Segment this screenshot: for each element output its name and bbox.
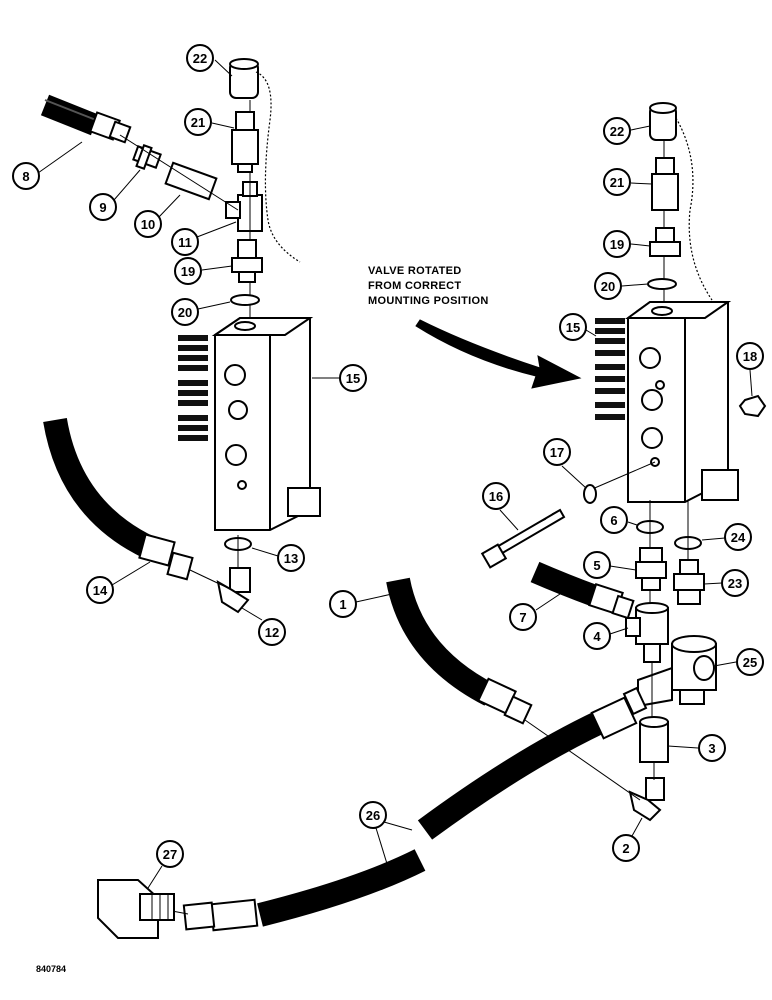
svg-text:9: 9 [99, 200, 106, 215]
svg-text:25: 25 [743, 655, 757, 670]
valve-block-15-left [178, 317, 321, 531]
callout-15-right: 15 [559, 313, 597, 341]
callout-20-right: 20 [594, 272, 649, 300]
callout-23: 23 [703, 569, 749, 597]
coupler-21-left [231, 111, 259, 173]
fitting-5 [635, 547, 667, 591]
callout-13: 13 [251, 544, 305, 572]
bolt-16 [480, 508, 566, 569]
svg-text:2: 2 [622, 841, 629, 856]
svg-text:21: 21 [191, 115, 205, 130]
svg-text:20: 20 [601, 279, 615, 294]
elbow-2 [628, 777, 665, 822]
fitting-9 [132, 144, 162, 170]
svg-text:8: 8 [22, 169, 29, 184]
callout-19-right: 19 [603, 230, 651, 258]
callout-24: 24 [701, 523, 752, 551]
fitting-19-right [649, 227, 681, 257]
svg-text:15: 15 [346, 371, 360, 386]
svg-text:4: 4 [593, 629, 601, 644]
svg-text:27: 27 [163, 847, 177, 862]
svg-text:12: 12 [265, 625, 279, 640]
callout-5: 5 [583, 551, 637, 579]
o-ring-20-left [230, 294, 260, 306]
callout-3: 3 [667, 734, 726, 762]
callout-10: 10 [134, 194, 181, 238]
svg-text:21: 21 [610, 175, 624, 190]
tee-4 [625, 602, 669, 663]
callout-14: 14 [86, 561, 151, 604]
cap-22-left [229, 58, 301, 263]
hose-14 [43, 417, 229, 589]
o-ring-20-right [647, 278, 677, 290]
callout-12: 12 [241, 607, 286, 646]
plug-18 [738, 394, 767, 418]
svg-text:15: 15 [566, 320, 580, 335]
fitting-19-left [231, 239, 263, 283]
callout-7: 7 [509, 593, 561, 631]
callout-21-left: 21 [184, 108, 235, 136]
svg-text:7: 7 [519, 610, 526, 625]
elbow-12 [216, 567, 251, 614]
svg-text:22: 22 [610, 124, 624, 139]
callout-1: 1 [329, 590, 393, 618]
svg-text:22: 22 [193, 51, 207, 66]
callout-9: 9 [89, 169, 141, 221]
drawing-code: 840784 [36, 964, 66, 974]
callout-2: 2 [612, 817, 643, 862]
callout-25: 25 [713, 648, 764, 676]
fitting-23 [673, 559, 705, 605]
callout-18: 18 [736, 342, 764, 397]
callout-22-right: 22 [603, 117, 651, 145]
svg-text:10: 10 [141, 217, 155, 232]
callout-19-left: 19 [174, 257, 233, 285]
hose-7 [530, 561, 635, 620]
coupler-21-right [651, 157, 679, 211]
svg-text:6: 6 [610, 513, 617, 528]
callout-6: 6 [600, 506, 638, 534]
svg-text:19: 19 [610, 237, 624, 252]
callout-20-left: 20 [171, 298, 231, 326]
svg-text:13: 13 [284, 551, 298, 566]
hose-8 [40, 94, 132, 144]
svg-text:19: 19 [181, 264, 195, 279]
callout-17: 17 [543, 438, 587, 489]
svg-text:17: 17 [550, 445, 564, 460]
note-line-1: VALVE ROTATED [368, 265, 462, 277]
tee-25 [637, 635, 717, 708]
callout-16: 16 [482, 482, 519, 531]
note-arrow [415, 319, 582, 389]
callout-21-right: 21 [603, 168, 653, 196]
hose-1 [386, 577, 533, 725]
callout-8: 8 [12, 141, 83, 190]
svg-text:3: 3 [708, 741, 715, 756]
callout-15-left: 15 [312, 364, 367, 392]
adapter-3 [639, 716, 669, 763]
cap-22-right [649, 102, 713, 301]
svg-text:1: 1 [339, 597, 346, 612]
note-line-2: FROM CORRECT [368, 280, 461, 292]
callout-22-left: 22 [186, 44, 233, 77]
svg-text:5: 5 [593, 558, 600, 573]
callout-4: 4 [583, 622, 629, 650]
callout-11: 11 [171, 221, 237, 256]
svg-text:20: 20 [178, 305, 192, 320]
svg-text:14: 14 [93, 583, 108, 598]
hose-26 [182, 686, 648, 932]
svg-text:24: 24 [731, 530, 746, 545]
washer-17 [583, 484, 597, 504]
elbow-27 [97, 879, 175, 939]
note-line-3: MOUNTING POSITION [368, 295, 489, 307]
svg-text:23: 23 [728, 576, 742, 591]
svg-text:18: 18 [743, 349, 757, 364]
svg-text:11: 11 [178, 235, 192, 250]
callout-27: 27 [147, 840, 184, 889]
valve-block-15-right [595, 301, 739, 503]
callout-26-upper: 26 [359, 801, 413, 881]
svg-text:16: 16 [489, 489, 503, 504]
svg-text:26: 26 [366, 808, 380, 823]
